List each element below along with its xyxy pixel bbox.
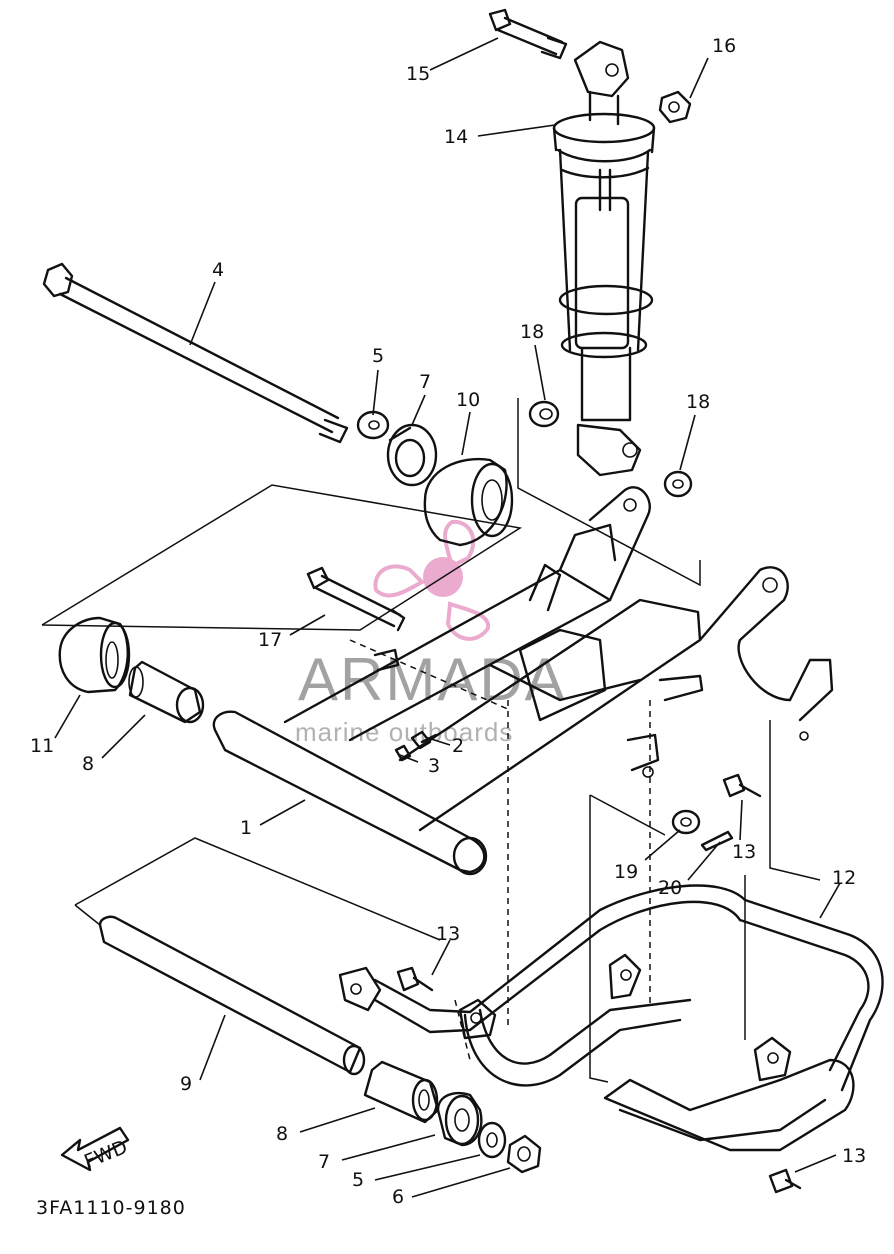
callout-8-left: 8	[82, 753, 94, 775]
callout-4: 4	[212, 259, 224, 281]
callout-7-lower: 7	[318, 1151, 330, 1173]
callout-1: 1	[240, 817, 252, 839]
bearing-7-lower	[436, 1091, 483, 1147]
pivot-bolt	[42, 262, 349, 444]
pin-17	[306, 566, 406, 632]
leader-lines	[54, 37, 841, 1198]
collar-10	[423, 457, 514, 547]
bearing-7-top	[386, 423, 438, 487]
callout-10: 10	[456, 389, 480, 411]
callout-20: 20	[658, 877, 682, 899]
reference-lines	[41, 398, 821, 1083]
callout-19: 19	[614, 861, 638, 883]
bushing-ring-11	[58, 616, 131, 694]
callout-5-lower: 5	[352, 1169, 364, 1191]
callout-2: 2	[452, 735, 464, 757]
watermark-tagline: marine outboards	[295, 717, 513, 747]
washer-right	[663, 470, 693, 498]
bolt-13-lower	[768, 1168, 802, 1194]
washer-5-lower	[477, 1121, 507, 1159]
callout-13-middle: 13	[436, 923, 460, 945]
bushing-8-lower	[363, 1060, 440, 1124]
callout-3: 3	[428, 755, 440, 777]
frame-12	[338, 884, 884, 1152]
spring-pin-3	[394, 744, 412, 762]
cotter-pin-20	[700, 830, 734, 852]
washer-5-top	[356, 410, 390, 440]
watermark: ARMADA marine outboards	[295, 519, 567, 747]
callout-labels: 15 16 14 4 5 7 10 18 18 17 11 8 2 3 1 19…	[30, 35, 866, 1208]
shock-absorber	[552, 40, 656, 477]
callout-13-upper: 13	[732, 841, 756, 863]
callout-11: 11	[30, 735, 54, 757]
callout-8-lower: 8	[276, 1123, 288, 1145]
upper-bolt	[488, 8, 568, 60]
lower-shaft-9	[98, 915, 366, 1076]
callout-17: 17	[258, 629, 282, 651]
callout-16: 16	[712, 35, 736, 57]
washer-upper-left	[528, 400, 560, 428]
drawing-number: 3FA1110-9180	[36, 1197, 186, 1219]
callout-13-lower: 13	[842, 1145, 866, 1167]
fwd-label: FWD	[81, 1136, 130, 1173]
nut-6	[506, 1134, 542, 1174]
fwd-arrow-icon: FWD	[60, 1126, 131, 1173]
callout-18-left: 18	[520, 321, 544, 343]
propeller-logo-icon	[373, 519, 491, 641]
bolt-13-middle	[396, 966, 434, 992]
callout-6: 6	[392, 1186, 404, 1208]
callout-18-right: 18	[686, 391, 710, 413]
swing-arm	[212, 486, 834, 876]
callout-12: 12	[832, 867, 856, 889]
bushing-8-left	[128, 660, 205, 724]
watermark-brand: ARMADA	[298, 646, 567, 713]
callout-7-top: 7	[419, 371, 431, 393]
screw-2	[410, 730, 438, 750]
bolt-13-upper	[722, 773, 762, 798]
washer-19	[671, 809, 701, 835]
callout-9: 9	[180, 1073, 192, 1095]
callout-15: 15	[406, 63, 430, 85]
upper-nut	[658, 90, 692, 124]
callout-14: 14	[444, 126, 468, 148]
callout-5-top: 5	[372, 345, 384, 367]
